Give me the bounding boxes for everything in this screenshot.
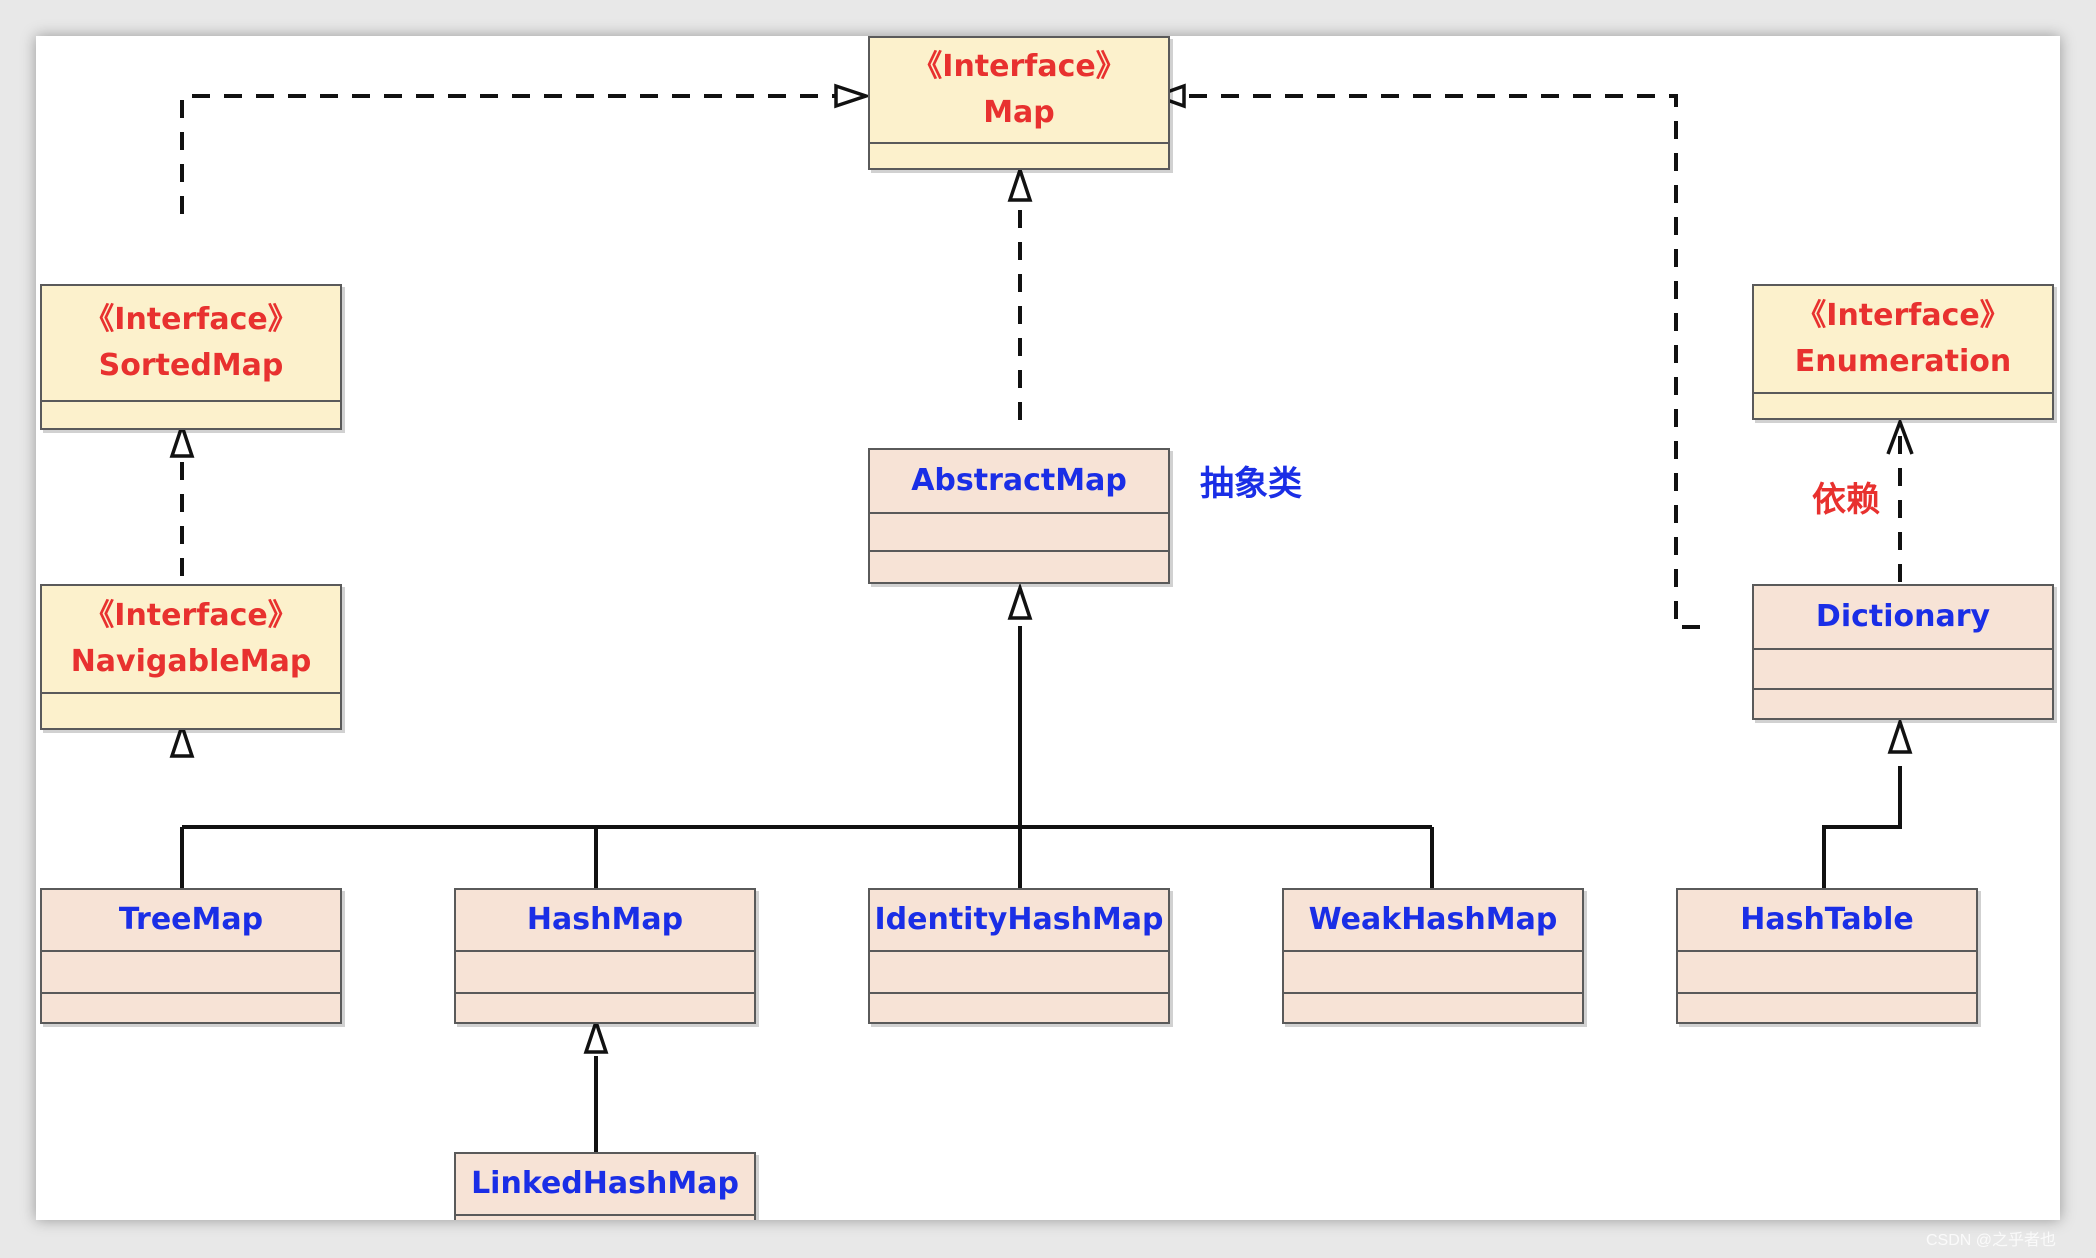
attributes-compartment [1754,392,2052,422]
attributes-compartment [456,950,754,992]
stereotype-label: 《Interface》 [912,49,1126,84]
class-weakhashmap-box[interactable]: WeakHashMap [1282,888,1584,1024]
methods-compartment [42,992,340,1026]
class-dictionary-box[interactable]: Dictionary [1752,584,2054,720]
stereotype-label: 《Interface》 [84,598,298,633]
stereotype-label: 《Interface》 [84,302,298,337]
methods-compartment [1754,688,2052,722]
arrowhead-sortedmap [169,420,195,458]
arrowhead-map-left [834,83,872,109]
interface-navigablemap-box[interactable]: 《Interface》 NavigableMap [40,584,342,730]
stereotype-label: 《Interface》 [1796,298,2010,333]
methods-compartment [870,992,1168,1026]
interface-sortedmap-box[interactable]: 《Interface》 SortedMap [40,284,342,430]
interface-enumeration-box[interactable]: 《Interface》 Enumeration [1752,284,2054,420]
class-name: AbstractMap [911,463,1127,498]
class-identityhashmap-box[interactable]: IdentityHashMap [868,888,1170,1024]
dependency-annotation: 依赖 [1812,480,1880,520]
interface-name: Enumeration [1794,344,2012,379]
attributes-compartment [870,512,1168,550]
interface-name: NavigableMap [70,644,312,679]
methods-compartment [456,992,754,1026]
class-linkedhashmap-box[interactable]: LinkedHashMap [454,1152,756,1220]
class-name: LinkedHashMap [471,1166,739,1201]
attributes-compartment [456,1214,754,1220]
interface-name: Map [983,95,1055,130]
attributes-compartment [870,950,1168,992]
class-name: Dictionary [1815,599,1991,634]
methods-compartment [1678,992,1976,1026]
interface-name: SortedMap [98,348,284,383]
arrowhead-enumeration-open [1886,417,1914,455]
interface-map-box[interactable]: 《Interface》 Map [868,36,1170,170]
attributes-compartment [1284,950,1582,992]
edge-sortedmap-map [180,94,836,214]
attributes-compartment [42,692,340,732]
class-name: WeakHashMap [1308,902,1558,937]
class-abstractmap-box[interactable]: AbstractMap [868,448,1170,584]
arrowhead-dictionary [1887,716,1913,754]
class-hashmap-box[interactable]: HashMap [454,888,756,1024]
class-name: HashTable [1740,902,1914,937]
arrowhead-map-bottom [1007,164,1033,202]
attributes-compartment [42,950,340,992]
class-name: TreeMap [118,902,264,937]
edge-hashtable-dictionary [1822,766,1902,892]
attributes-compartment [42,400,340,432]
attributes-compartment [870,142,1168,172]
methods-compartment [870,550,1168,586]
class-name: HashMap [526,902,684,937]
class-name: IdentityHashMap [874,902,1164,937]
arrowhead-hashmap [583,1016,609,1054]
attributes-compartment [1754,648,2052,688]
abstract-class-annotation: 抽象类 [1200,464,1302,504]
uml-diagram-canvas: 《Interface》 Map 《Interface》 SortedMap 《I… [36,36,2060,1220]
class-hashtable-box[interactable]: HashTable [1676,888,1978,1024]
arrowhead-map-right [1150,83,1186,109]
watermark: CSDN @之乎者也 [1926,1232,2057,1249]
class-treemap-box[interactable]: TreeMap [40,888,342,1024]
methods-compartment [1284,992,1582,1026]
attributes-compartment [1678,950,1976,992]
relationship-lines [169,83,1914,1159]
edge-hashtable-map [1184,94,1700,629]
arrowhead-navigablemap [169,720,195,758]
arrowhead-abstractmap [1007,582,1033,620]
